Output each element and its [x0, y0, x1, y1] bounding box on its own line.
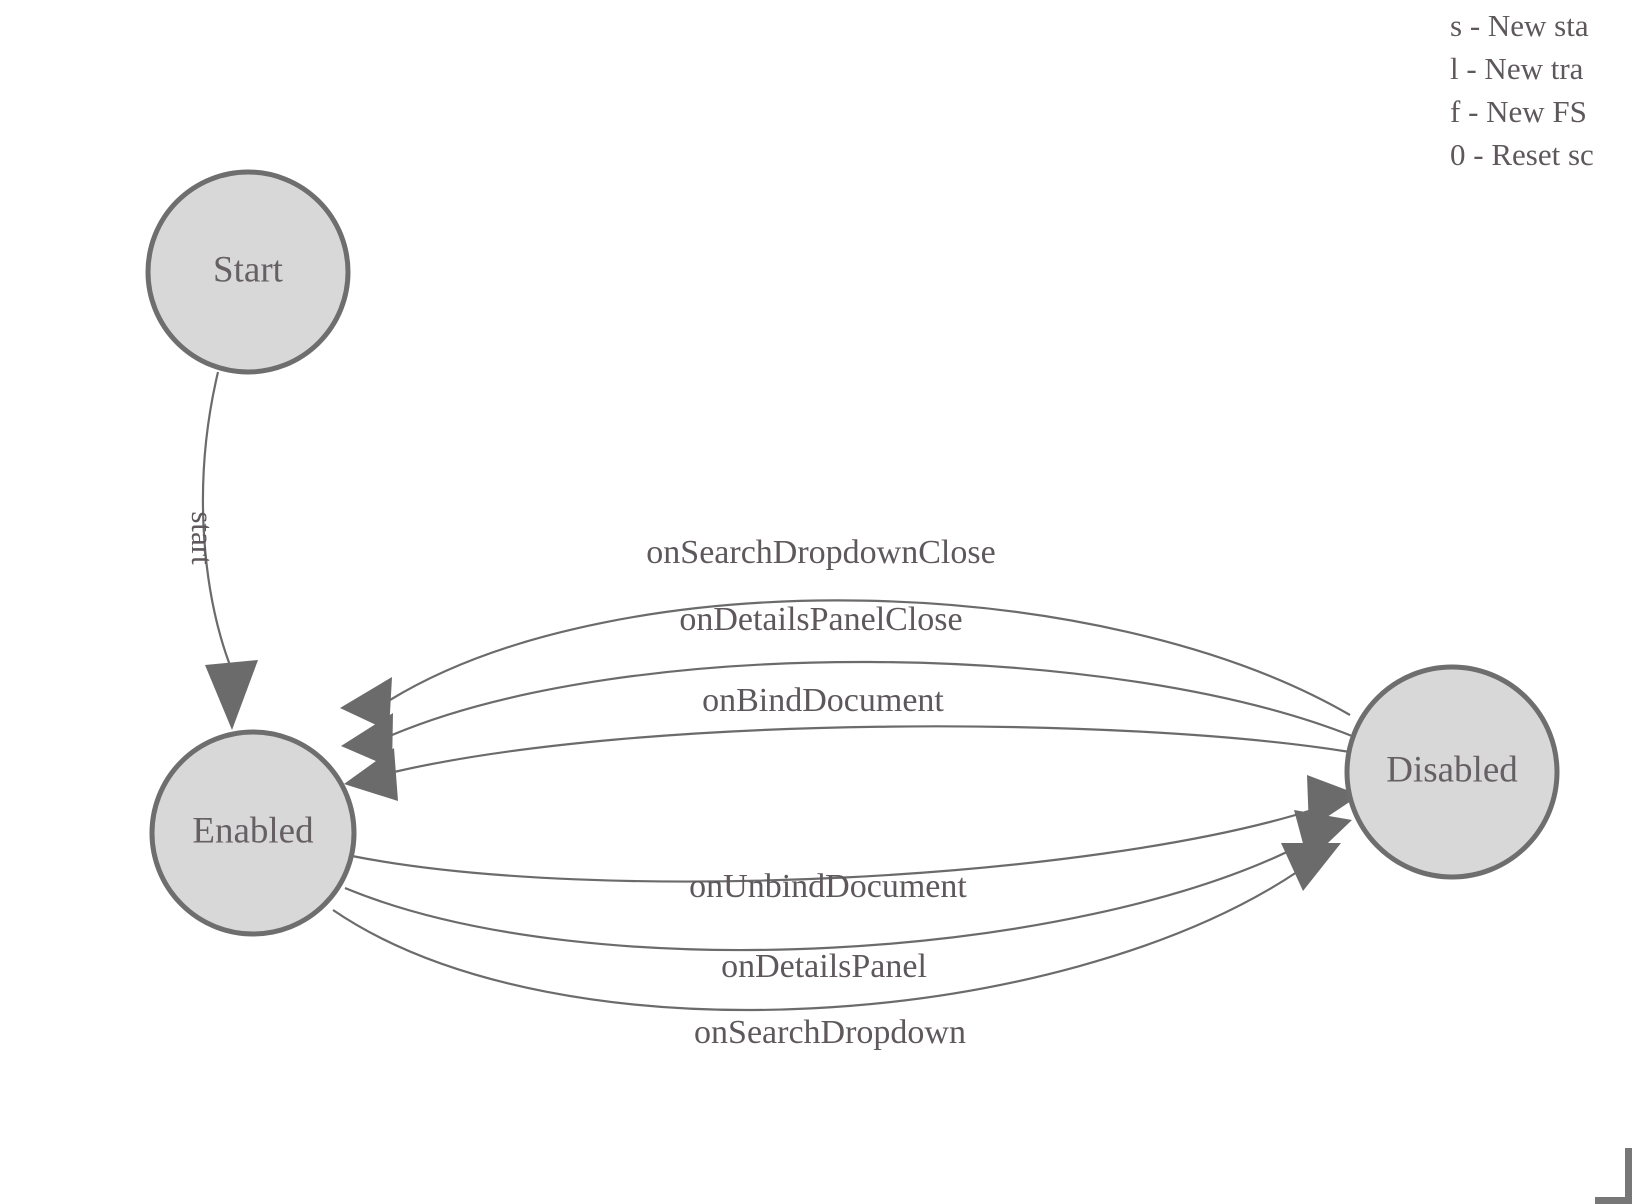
- help-line-reset: 0 - Reset sc: [1450, 137, 1594, 172]
- arrow-head: [205, 660, 258, 730]
- edge-path: [201, 371, 233, 669]
- edge-path: [344, 842, 1306, 952]
- node-disabled[interactable]: Disabled: [1344, 664, 1560, 880]
- edge-onBindDocument[interactable]: [344, 725, 1351, 801]
- node-disabled-label: Disabled: [1386, 749, 1518, 790]
- help-line-new-state: s - New sta: [1450, 8, 1589, 43]
- node-enabled-circle[interactable]: [149, 729, 357, 937]
- node-start-label: Start: [213, 249, 284, 290]
- edge-path: [332, 871, 1298, 1011]
- edge-label-onBindDocument: onBindDocument: [702, 682, 944, 719]
- edge-label-onUnbindDocument: onUnbindDocument: [689, 868, 967, 905]
- edge-label-onSearchDropdownClose: onSearchDropdownClose: [646, 534, 995, 571]
- arrow-head: [340, 677, 392, 731]
- node-enabled-label: Enabled: [192, 810, 314, 851]
- edge-onSearchDropdownClose[interactable]: [340, 599, 1351, 731]
- edge-path: [389, 599, 1351, 716]
- horizontal-scrollbar-thumb[interactable]: [1595, 1197, 1632, 1204]
- edge-label-onSearchDropdown: onSearchDropdown: [694, 1014, 966, 1051]
- node-start-circle[interactable]: [145, 169, 351, 375]
- help-line-new-fsm: f - New FS: [1450, 94, 1587, 129]
- arrow-head: [1281, 843, 1341, 891]
- edge-onUnbindDocument[interactable]: [351, 775, 1360, 883]
- vertical-scrollbar-thumb[interactable]: [1625, 1148, 1632, 1204]
- edge-path: [391, 660, 1353, 738]
- node-start[interactable]: Start: [145, 169, 351, 375]
- help-line-new-transition: l - New tra: [1450, 51, 1584, 86]
- help-legend: s - New sta l - New tra f - New FS 0 - R…: [1422, 0, 1632, 176]
- edge-path: [393, 725, 1351, 774]
- edge-label-onDetailsPanel: onDetailsPanel: [721, 948, 927, 985]
- arrow-head: [344, 748, 398, 801]
- arrow-head: [341, 713, 393, 768]
- edge-onSearchDropdown[interactable]: [332, 843, 1341, 1011]
- node-enabled[interactable]: Enabled: [149, 729, 357, 937]
- node-disabled-circle[interactable]: [1344, 664, 1560, 880]
- edge-path: [351, 808, 1313, 883]
- edge-start[interactable]: [201, 371, 258, 730]
- edge-label-start: start: [185, 511, 220, 565]
- edge-onDetailsPanelClose[interactable]: [341, 660, 1353, 768]
- edge-label-onDetailsPanelClose: onDetailsPanelClose: [679, 601, 962, 638]
